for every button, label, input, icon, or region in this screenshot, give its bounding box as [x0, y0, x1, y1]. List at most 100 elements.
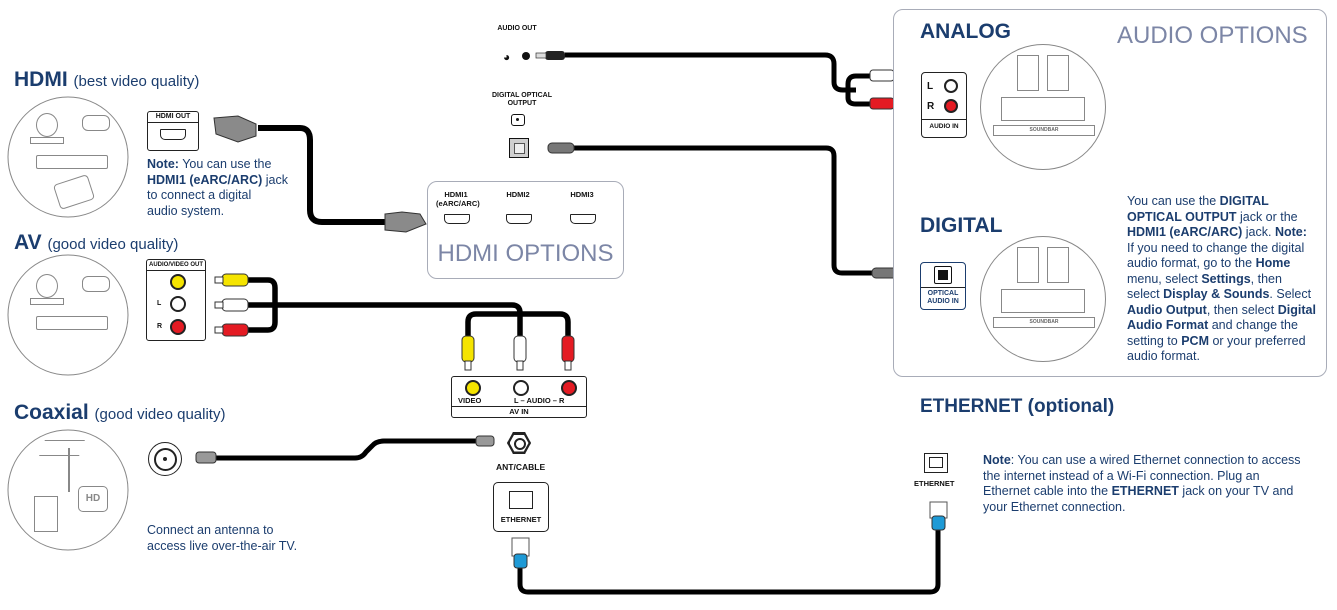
- note-segment: PCM: [1181, 333, 1209, 348]
- note-segment: , then select: [1206, 302, 1278, 317]
- hdmi-out-label: HDMI OUT: [148, 112, 198, 123]
- note-segment: jack or the: [1236, 209, 1298, 224]
- audio-options-title: AUDIO OPTIONS: [1117, 22, 1308, 49]
- ethernet-plug-router: [929, 501, 948, 531]
- rca-jack-white: [170, 296, 186, 312]
- note-text: You can use the: [178, 157, 272, 171]
- hdmi-cable: [258, 125, 385, 225]
- av-source-devices-icon: [30, 268, 110, 348]
- note-segment: jack on your TV and your Ethernet connec…: [983, 484, 1294, 514]
- coaxial-subtitle: (good video quality): [94, 406, 226, 423]
- hdmi-options-panel: HDMI1 (eARC/ARC) HDMI2 HDMI3 HDMI OPTION…: [427, 181, 624, 279]
- note-segment: Display & Sounds: [1163, 287, 1270, 301]
- av-left-label: L: [157, 300, 162, 307]
- note-segment: Audio Output: [1127, 302, 1207, 317]
- digital-title: DIGITAL: [920, 214, 1003, 237]
- note-prefix: Note:: [147, 157, 179, 171]
- av-title: AV: [14, 231, 42, 254]
- rca-plug-white-analog: [869, 69, 895, 82]
- coaxial-note: Connect an antenna to access live over-t…: [147, 523, 327, 554]
- av-cable-bundle: [246, 277, 571, 338]
- analog-audio-in-label: AUDIO IN: [922, 119, 966, 130]
- hdmi-plug-source: [213, 115, 257, 143]
- hdmi-out-port: HDMI OUT: [147, 111, 199, 151]
- optical-cable: [572, 145, 875, 276]
- tv-ethernet-label: ETHERNET: [500, 515, 542, 524]
- audio-options-panel: ANALOG AUDIO OPTIONS L R AUDIO IN SOUNDB…: [893, 9, 1327, 377]
- rca-plug-red-tv: [561, 335, 575, 371]
- coax-plug-source: [195, 451, 217, 464]
- hdmi2-port-icon: [506, 214, 532, 224]
- note-segment: Settings: [1201, 271, 1251, 286]
- note-text: access live over-the-air TV.: [147, 538, 298, 553]
- coaxial-heading: Coaxial (good video quality): [14, 401, 225, 425]
- ethernet-plug-tv: [511, 537, 530, 569]
- note-segment: Note: [983, 453, 1011, 467]
- note-segment: ETHERNET: [1111, 484, 1179, 498]
- av-out-port: AUDIO/VIDEO OUT L R: [146, 259, 206, 341]
- analog-l-jack: [944, 79, 958, 93]
- hdmi-source-devices-icon: [30, 105, 110, 210]
- ant-cable-jack: [507, 432, 531, 454]
- note-segment: . Select: [1269, 287, 1312, 301]
- ant-cable-label: ANT/CABLE: [496, 462, 546, 472]
- note-text: to connect a digital: [147, 188, 252, 202]
- audio-out-label: AUDIO OUT: [497, 25, 537, 32]
- rca-plug-red-source: [214, 323, 249, 337]
- rca-jack-yellow: [170, 274, 186, 290]
- analog-audio-devices-icon: SOUNDBAR: [980, 44, 1106, 170]
- ethernet-port-label: ETHERNET: [914, 479, 955, 488]
- av-in-white-jack: [513, 380, 529, 396]
- hdmi3-port-icon: [570, 214, 596, 224]
- av-right-label: R: [157, 323, 163, 330]
- ethernet-note: Note: You can use a wired Ethernet conne…: [983, 453, 1303, 515]
- coax-plug-tv: [475, 435, 495, 447]
- rca-plug-white-tv: [513, 335, 527, 371]
- coax-cable: [215, 438, 480, 461]
- hdmi1-label: HDMI1 (eARC/ARC): [436, 190, 480, 208]
- ethernet-router-port-icon: [924, 453, 948, 473]
- coaxial-title: Coaxial: [14, 401, 89, 424]
- hdmi-port-icon: [160, 129, 186, 140]
- av-heading: AV (good video quality): [14, 231, 178, 255]
- analog-audio-cable: [565, 52, 872, 107]
- note-bold: HDMI1 (eARC/ARC): [147, 172, 263, 187]
- note-segment: DIGITAL OPTICAL OUTPUT: [1127, 194, 1269, 224]
- note-segment: : You can use a wired Ethernet connectio…: [983, 453, 1301, 498]
- note-segment: HDMI1 (eARC/ARC): [1127, 225, 1243, 239]
- note-text: audio system.: [147, 203, 225, 218]
- rca-jack-red: [170, 319, 186, 335]
- av-subtitle: (good video quality): [47, 236, 179, 253]
- hdmi-note: Note: You can use the HDMI1 (eARC/ARC) j…: [147, 157, 297, 219]
- note-text: Connect an antenna to: [147, 523, 274, 537]
- hdmi-subtitle: (best video quality): [73, 73, 200, 90]
- rca-plug-yellow-tv: [461, 335, 475, 371]
- hdmi-title: HDMI: [14, 68, 68, 91]
- audio-label: L – AUDIO – R: [514, 396, 565, 405]
- analog-title: ANALOG: [920, 20, 1011, 43]
- analog-r-label: R: [927, 101, 935, 112]
- optical-label-2: AUDIO IN: [927, 298, 959, 305]
- antenna-icon: HD: [30, 440, 110, 532]
- av-out-label: AUDIO/VIDEO OUT: [147, 260, 205, 271]
- optical-symbol-icon: [511, 114, 525, 126]
- note-segment: jack.: [1242, 225, 1275, 239]
- optical-in-jack: [934, 266, 952, 284]
- digital-note: You can use the DIGITAL OPTICAL OUTPUT j…: [1127, 194, 1317, 365]
- av-in-yellow-jack: [465, 380, 481, 396]
- note-segment: menu, select: [1127, 271, 1202, 286]
- analog-l-label: L: [927, 81, 934, 92]
- headphone-icon: ◕: [503, 50, 511, 64]
- av-in-panel: VIDEO L – AUDIO – R AV IN: [451, 376, 587, 418]
- video-label: VIDEO: [458, 396, 482, 405]
- note-segment: Digital Audio Format: [1127, 302, 1316, 333]
- digital-audio-devices-icon: SOUNDBAR: [980, 236, 1106, 362]
- hdmi-heading: HDMI (best video quality): [14, 68, 199, 92]
- av-in-label: AV IN: [452, 406, 586, 416]
- note-segment: and change the setting to: [1127, 318, 1298, 348]
- av-in-red-jack: [561, 380, 577, 396]
- optical-out-jack: [509, 138, 529, 158]
- rca-plug-white-source: [214, 298, 249, 312]
- note-text: jack: [262, 172, 288, 187]
- note-segment: Note:: [1274, 225, 1307, 239]
